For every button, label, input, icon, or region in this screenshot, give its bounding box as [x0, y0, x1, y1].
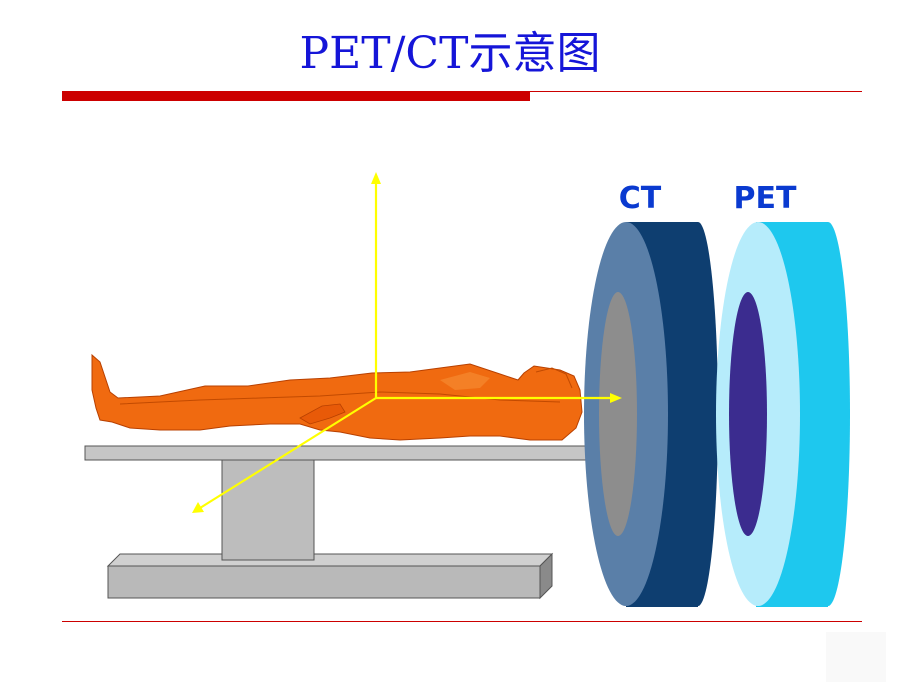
table-pedestal: [221, 459, 315, 561]
corner-texture: [826, 632, 886, 682]
pet-label: PET: [734, 181, 797, 216]
table-top: [84, 445, 592, 461]
axis-horizontal-arrowhead: [610, 393, 622, 403]
table-base: [106, 552, 554, 600]
slide-title: PET/CT示意图: [299, 28, 601, 79]
ct-label: CT: [619, 181, 662, 216]
coordinate-axes: [192, 172, 622, 513]
axis-depth: [199, 397, 377, 509]
axis-depth-arrowhead: [192, 502, 204, 513]
pet-gantry: [716, 222, 850, 607]
ct-gantry: [584, 222, 718, 607]
axis-vertical-arrowhead: [371, 172, 381, 184]
title-underline-thick: [62, 91, 530, 101]
footer-divider: [62, 621, 862, 622]
patient-body: [91, 353, 583, 441]
